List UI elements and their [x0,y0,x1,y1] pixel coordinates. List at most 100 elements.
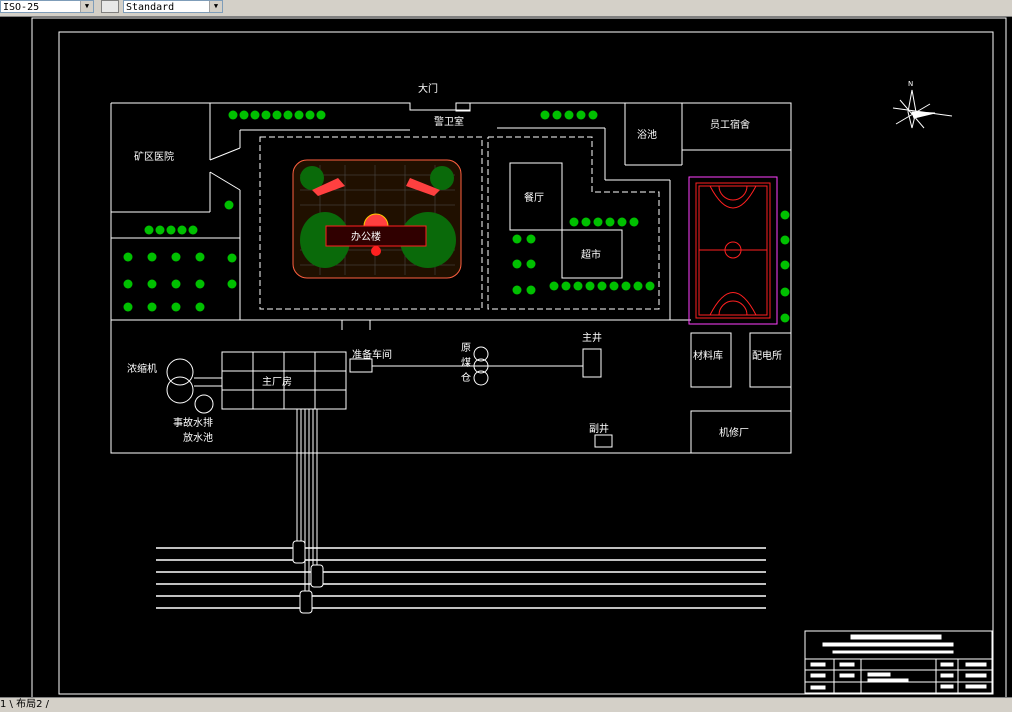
dorm-label: 员工宿舍 [710,118,750,131]
main-shaft-label: 主井 [582,331,602,344]
tree-icon [585,281,595,291]
tree-icon [171,252,181,262]
basketball-court [688,176,778,325]
tree-icon [588,110,598,120]
accident-label-1: 事故水排 [173,416,213,429]
tree-icon [526,285,536,295]
raw-label-1: 原 [461,342,471,354]
materials-label: 材料库 [693,349,723,362]
bath-label: 浴池 [637,128,657,141]
dimstyle-combo[interactable]: ISO-25 ▼ [0,0,94,13]
tree-icon [250,110,260,120]
drawing-frame [58,31,994,695]
tree-icon [166,225,176,235]
tree-icon [195,279,205,289]
main-plant-label: 主厂房 [262,375,292,388]
thickener-circle [166,358,194,386]
tree-icon [171,302,181,312]
tree-icon [576,110,586,120]
tree-icon [155,225,165,235]
main-shaft-building [582,348,602,378]
prep-label: 准备车间 [352,348,392,361]
thickener-label: 浓缩机 [127,362,157,375]
restaurant-label: 餐厅 [524,191,544,204]
site-boundary [110,102,792,454]
raw-label-2: 煤 [461,356,471,369]
tree-icon [123,252,133,262]
tree-icon [228,110,238,120]
cad-toolbar: ISO-25 ▼ Standard ▼ [0,0,1012,17]
accident-pond [194,394,214,414]
rail-cars [292,540,324,614]
tree-icon [609,281,619,291]
tree-icon [512,259,522,269]
supermarket-building [561,229,623,279]
tree-icon [294,110,304,120]
tree-icon [261,110,271,120]
north-arrow-icon: N [892,80,953,129]
tree-icon [512,234,522,244]
repair-building [690,410,792,454]
text-style-icon[interactable] [101,0,119,13]
tree-icon [645,281,655,291]
tree-icon [593,217,603,227]
tree-icon [564,110,574,120]
tree-icon [177,225,187,235]
tree-icon [171,279,181,289]
tree-icon [227,279,237,289]
tree-icon [780,313,790,323]
restaurant-building [509,162,563,231]
tree-icon [224,200,234,210]
tree-icon [512,285,522,295]
tree-icon [227,253,237,263]
tree-icon [629,217,639,227]
tree-icon [597,281,607,291]
aux-shaft-building [594,434,613,448]
hospital-label: 矿区医院 [134,150,174,163]
tree-icon [526,234,536,244]
office-label: 办公楼 [351,230,381,243]
north-label: N [908,80,913,88]
tree-icon [617,217,627,227]
tree-icon [526,259,536,269]
rail-tracks [156,547,766,609]
materials-building [690,332,732,388]
substation-building [749,332,792,388]
accident-label-2: 放水池 [183,431,213,444]
tree-icon [195,302,205,312]
tree-icon [239,110,249,120]
tree-icon [147,252,157,262]
textstyle-combo[interactable]: Standard ▼ [123,0,223,13]
tree-icon [780,235,790,245]
tree-icon [188,225,198,235]
supermarket-label: 超市 [581,248,601,261]
tree-icon [780,260,790,270]
tree-icon [780,210,790,220]
tree-icon [316,110,326,120]
tree-icon [305,110,315,120]
paper-boundary [31,17,1007,700]
tree-icon [283,110,293,120]
substation-label: 配电所 [752,349,782,362]
tree-icon [581,217,591,227]
buildings [166,162,792,454]
tree-icon [144,225,154,235]
tree-icon [549,281,559,291]
tree-icon [573,281,583,291]
tree-icon [552,110,562,120]
tree-icon [780,287,790,297]
chevron-down-icon[interactable]: ▼ [80,1,93,12]
chevron-down-icon[interactable]: ▼ [209,1,222,12]
aux-shaft-label: 副井 [589,422,609,435]
dimstyle-value: ISO-25 [3,2,40,13]
tree-icon [540,110,550,120]
layout-tabs-bar[interactable]: 1 \ 布局2 / [0,697,1012,712]
tree-icon [147,279,157,289]
gate-label: 大门 [418,82,438,95]
layout-tabs[interactable]: 1 \ 布局2 / [0,699,49,710]
trees [123,110,790,323]
tree-icon [123,279,133,289]
raw-label-3: 仓 [461,371,471,384]
textstyle-value: Standard [126,2,175,13]
